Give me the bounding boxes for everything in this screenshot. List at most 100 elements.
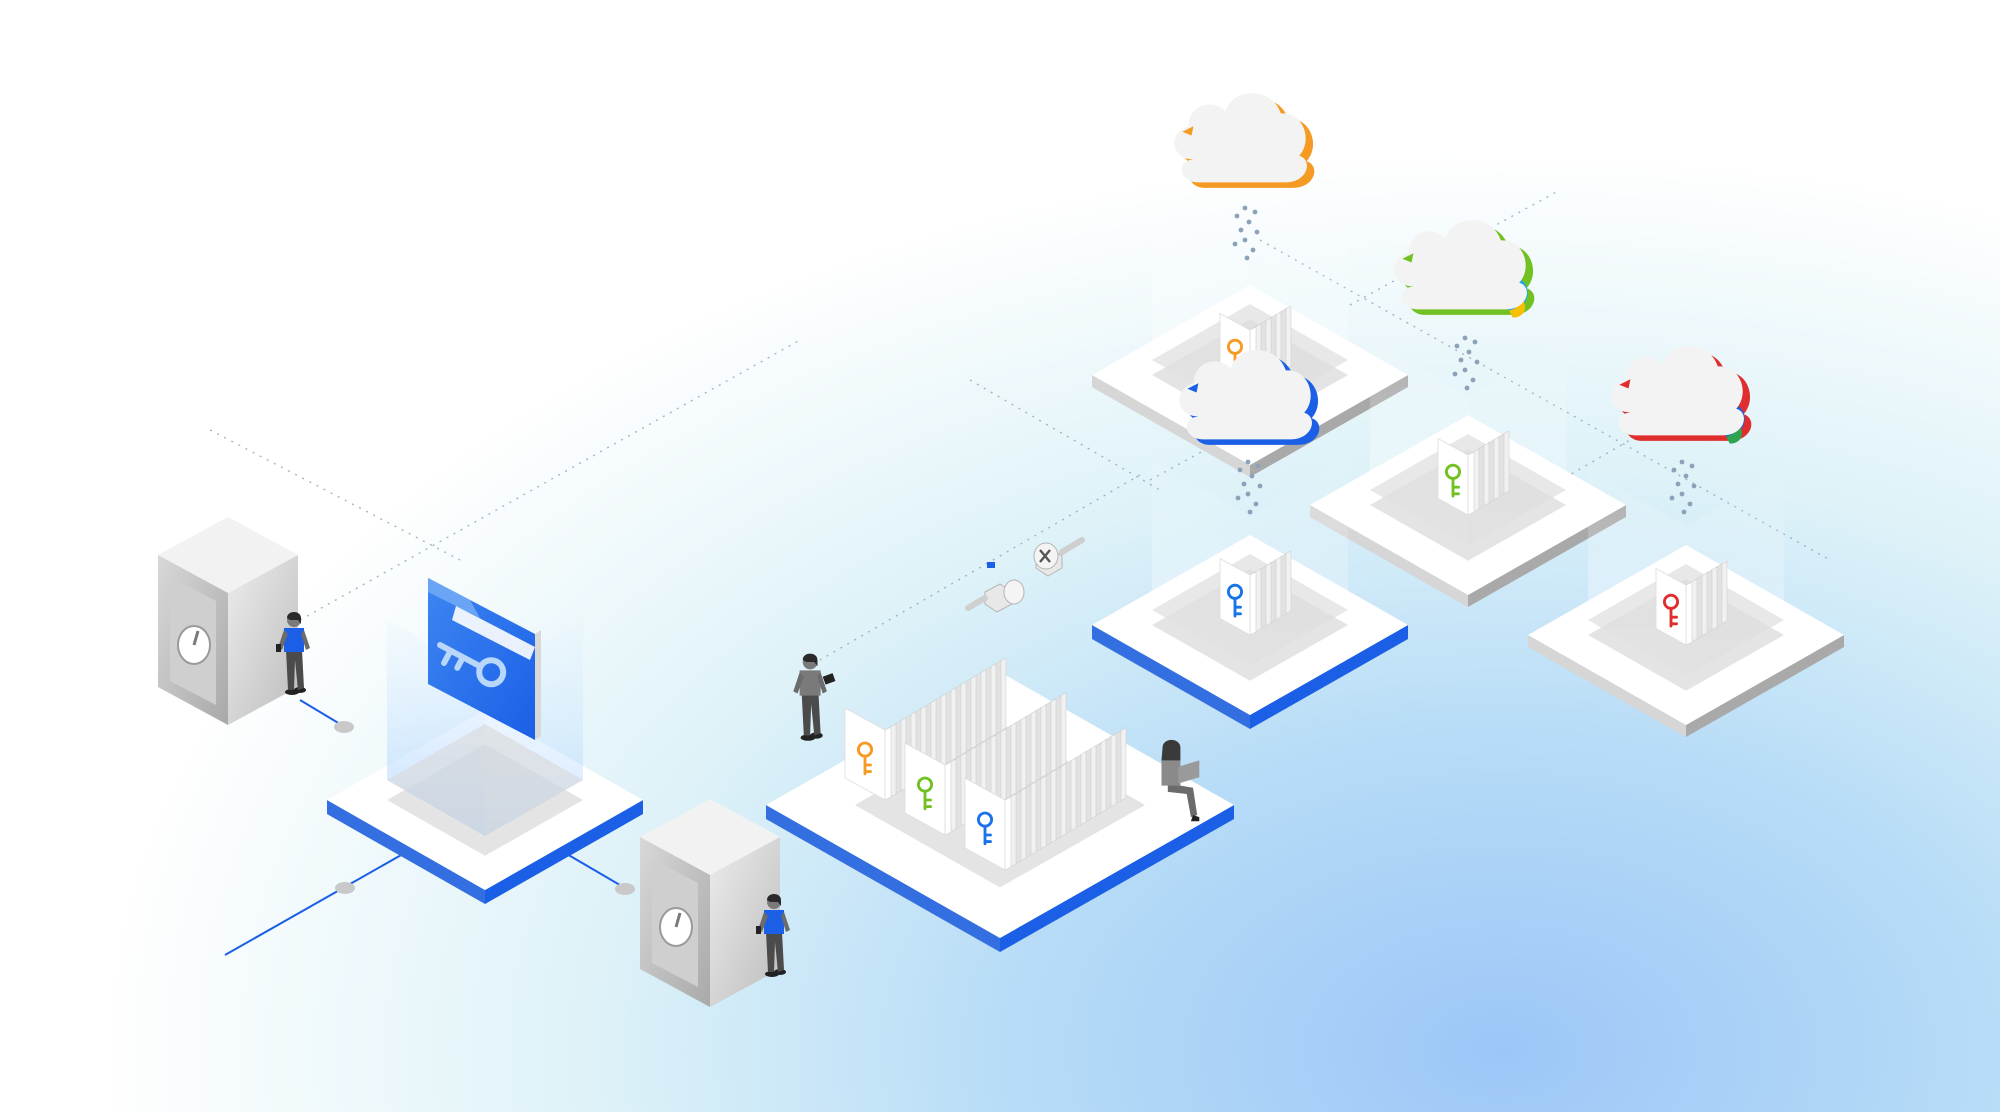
plug-pin <box>987 562 995 568</box>
particle <box>1257 483 1263 489</box>
particle <box>1235 495 1241 501</box>
particle <box>1241 481 1247 487</box>
plug-cable <box>1059 537 1085 555</box>
platform-front-side <box>766 805 1000 952</box>
key-blade <box>863 754 872 776</box>
safes <box>158 517 780 1007</box>
connector-nodes <box>334 721 635 895</box>
legs <box>801 693 821 736</box>
safe-dial-handle <box>192 630 200 646</box>
key-icon <box>976 811 994 846</box>
particle <box>1472 339 1478 345</box>
key-blade <box>983 824 992 846</box>
safe-dial-handle <box>674 912 682 928</box>
particle <box>1671 467 1677 473</box>
cloud-icon-blue <box>1179 350 1320 445</box>
particle <box>1683 473 1689 479</box>
particle <box>1242 237 1248 243</box>
plug-cable <box>965 595 988 611</box>
legs <box>766 932 784 972</box>
hair <box>287 612 301 624</box>
particle <box>1245 459 1251 465</box>
key-folder <box>428 578 541 740</box>
cloud-icon-green <box>1394 220 1535 318</box>
particle <box>1679 459 1685 465</box>
platform-front-side <box>1310 505 1468 607</box>
card <box>884 726 892 801</box>
platform-right-side <box>485 800 643 904</box>
particle <box>1452 371 1458 377</box>
people <box>276 612 1200 977</box>
torso <box>764 910 784 934</box>
cloud-body <box>1611 346 1744 436</box>
shoe <box>774 969 786 975</box>
laptop-icon <box>1178 760 1200 784</box>
cloud-body <box>1394 220 1527 310</box>
particle <box>1254 229 1260 235</box>
particles-green <box>1452 335 1480 391</box>
particle <box>1252 209 1258 215</box>
card <box>1467 451 1475 516</box>
hair <box>1161 739 1181 761</box>
cloud-tip <box>1187 383 1199 393</box>
cloud-icon-red <box>1611 346 1752 444</box>
particle <box>1669 495 1675 501</box>
safe-side <box>710 837 780 1007</box>
particle <box>1691 483 1697 489</box>
shoe <box>1190 815 1200 822</box>
torso <box>799 670 821 696</box>
particle <box>1687 501 1693 507</box>
particles-blue <box>1235 459 1263 515</box>
clouds <box>1174 93 1752 445</box>
card <box>944 761 952 836</box>
key-stack-blue <box>1219 550 1292 636</box>
folder-paper <box>452 606 535 660</box>
card-front <box>964 777 1006 871</box>
key-row-blue <box>964 727 1127 871</box>
particle <box>1250 247 1256 253</box>
cloud-icon-orange <box>1174 93 1315 188</box>
particle <box>1462 335 1468 341</box>
particle <box>1245 491 1251 497</box>
key-icon <box>1226 583 1244 618</box>
key-icon <box>1662 593 1680 628</box>
particle <box>1244 255 1250 261</box>
torso <box>284 628 304 652</box>
arm <box>793 672 804 694</box>
key-blade <box>437 642 484 671</box>
person-icon <box>276 612 310 695</box>
particle <box>1466 349 1472 355</box>
key-folder-icon <box>428 578 541 740</box>
card-front <box>904 742 946 836</box>
glass-floor <box>387 724 583 836</box>
particle <box>1454 343 1460 349</box>
particle <box>1689 463 1695 469</box>
legs <box>286 650 304 690</box>
platform-front-side <box>327 800 485 904</box>
folder-tab <box>428 578 480 618</box>
card-front <box>1655 567 1687 646</box>
particle <box>1462 367 1468 373</box>
card-front <box>1219 557 1251 636</box>
particle <box>1470 377 1476 383</box>
tablet-icon <box>822 673 836 685</box>
particle <box>1249 473 1255 479</box>
platform-right-side <box>1250 625 1408 729</box>
particle <box>1247 509 1253 515</box>
arm <box>781 912 790 932</box>
platform-front-side <box>1528 635 1686 737</box>
card <box>1004 796 1012 871</box>
card-front <box>1437 437 1469 516</box>
key-icon <box>437 642 507 688</box>
key-stack-green <box>1437 430 1510 516</box>
phone-icon <box>756 926 761 934</box>
plug-x-mark <box>1039 549 1051 563</box>
particle <box>1464 385 1470 391</box>
arm <box>301 630 310 650</box>
cloud-tip <box>1182 126 1194 136</box>
card-front <box>844 707 886 801</box>
hair <box>767 894 781 906</box>
vault-safe-icon <box>158 517 298 725</box>
particles-red <box>1669 459 1697 515</box>
key-blade <box>1451 476 1460 498</box>
